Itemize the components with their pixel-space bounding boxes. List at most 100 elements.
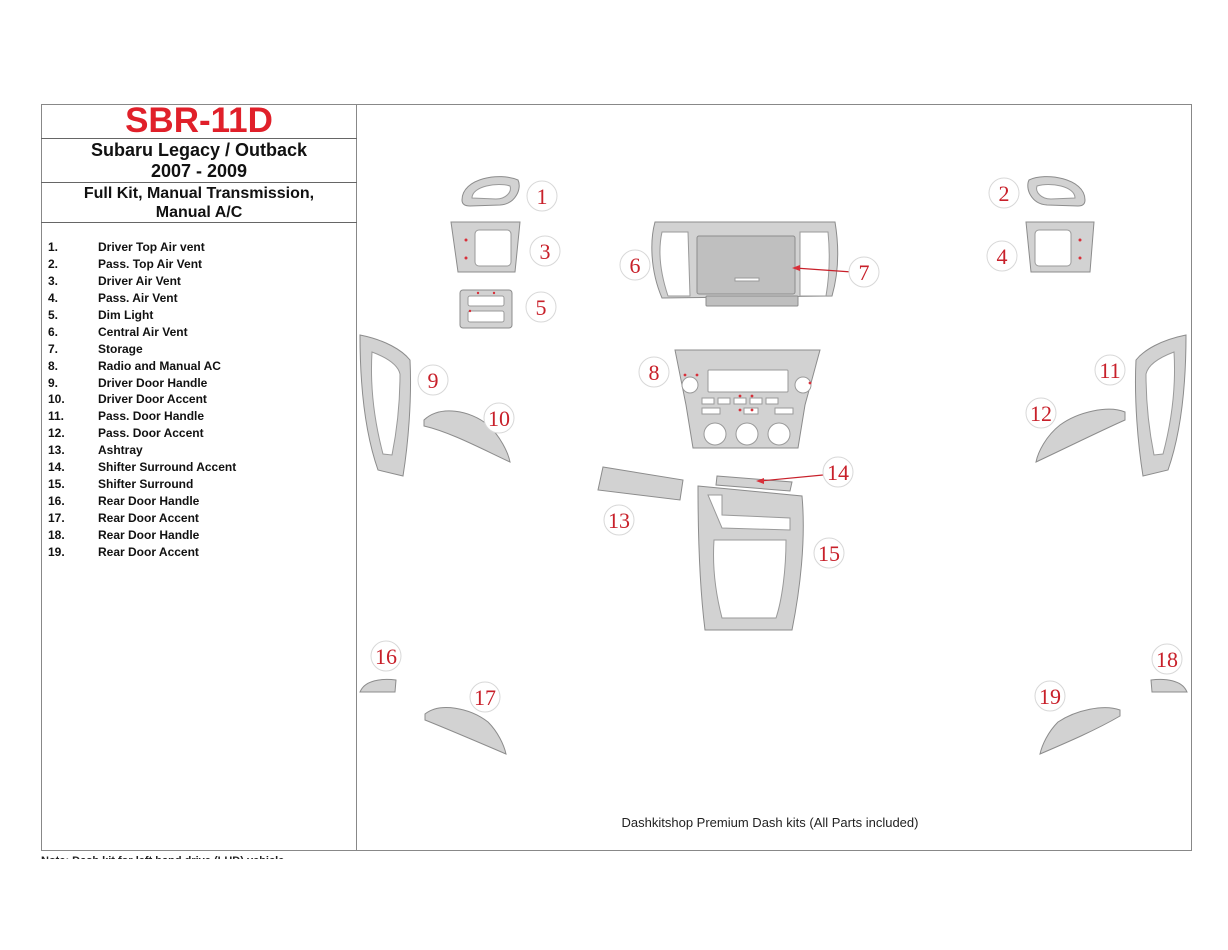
callout-19: 19 [1034, 680, 1066, 712]
svg-text:9: 9 [428, 368, 439, 393]
part-number: 4. [48, 290, 59, 305]
callout-17: 17 [469, 681, 501, 713]
part-name: Driver Door Handle [98, 375, 208, 390]
storage [696, 235, 796, 295]
pass-door-accent [1035, 408, 1126, 463]
callout-10: 10 [483, 402, 515, 434]
diagram-frame [41, 104, 1192, 851]
svg-text:13: 13 [608, 508, 630, 533]
list-item: 10.Driver Door Accent [48, 392, 338, 409]
driver-air-vent [450, 221, 521, 273]
svg-text:12: 12 [1030, 401, 1052, 426]
svg-text:19: 19 [1039, 684, 1061, 709]
callout-18: 18 [1151, 643, 1183, 675]
callout-9: 9 [417, 364, 449, 396]
list-item: 14. Shifter Surround Accent [48, 460, 338, 477]
list-item: 11.Pass. Door Handle [48, 409, 338, 426]
part-name: Driver Top Air vent [98, 240, 205, 254]
pass-air-vent [1025, 221, 1095, 273]
list-item: 18.Rear Door Handle [48, 528, 338, 545]
list-item: 3.Driver Air Vent [48, 274, 338, 291]
part-name: Storage [98, 341, 143, 356]
list-item: 15.Shifter Surround [48, 477, 338, 494]
part-name: Shifter Surround [98, 477, 194, 492]
part-number: 9. [48, 375, 59, 390]
ashtray [597, 466, 684, 501]
part-number: 2. [48, 256, 59, 271]
callout-6: 6 [619, 249, 651, 281]
kit-code: SBR-11D [125, 101, 273, 140]
list-item: 8. Radio and Manual AC [48, 359, 338, 376]
divider [41, 222, 357, 223]
parts-list: 1. Driver Top Air vent 2. Pass. Top Air Ve… [48, 240, 338, 562]
part-name: Ashtray [98, 443, 143, 458]
part-number: 19. [48, 544, 65, 559]
kit-line1: Full Kit, Manual Transmission, [83, 185, 315, 202]
driver-door-accent [423, 410, 511, 463]
part-name: Shifter Surround Accent [98, 460, 237, 475]
part-name: Driver Door Accent [98, 392, 207, 407]
part-name: Pass. Top Air Vent [98, 256, 203, 271]
part-number: 8. [48, 358, 59, 373]
dim-light [459, 289, 513, 329]
part-number: 14. [48, 460, 65, 475]
part-name: Rear Door Accent [98, 544, 199, 559]
leader-arrow-7 [792, 265, 853, 273]
rear-door-handle-right [1150, 678, 1188, 693]
part-number: 17. [48, 511, 65, 525]
svg-text:6: 6 [630, 253, 641, 278]
callout-2: 2 [988, 177, 1020, 209]
list-item: 17.Rear Door Accent [48, 511, 338, 528]
callout-5: 5 [525, 291, 557, 323]
list-item: 19. Rear Door Accent [48, 545, 338, 562]
svg-text:5: 5 [536, 295, 547, 320]
list-item: 5.Dim Light [48, 308, 338, 325]
part-name: Rear Door Handle [98, 494, 200, 509]
callout-12: 12 [1025, 397, 1057, 429]
part-name: Central Air Vent [98, 324, 188, 339]
shifter-surround [697, 485, 804, 631]
part-name: Pass. Door Handle [98, 409, 205, 424]
svg-text:7: 7 [859, 260, 870, 285]
list-item: 1. Driver Top Air vent [48, 240, 338, 257]
list-item: 6. Central Air Vent [48, 325, 338, 342]
callout-3: 3 [529, 235, 561, 267]
svg-text:4: 4 [997, 244, 1008, 269]
parts-diagram: .p { fill:#d2d2d2; stroke:#8c8c8c; strok… [359, 176, 1188, 755]
list-item: 9. Driver Door Handle [48, 376, 338, 393]
svg-text:11: 11 [1099, 358, 1120, 383]
part-number: 13. [48, 443, 65, 458]
parts-sidebar [41, 104, 357, 851]
list-item: 7. Storage [48, 342, 338, 359]
part-number: 5. [48, 307, 59, 322]
svg-text:17: 17 [474, 685, 496, 710]
callout-8: 8 [638, 356, 670, 388]
list-item: 12.Pass. Door Accent [48, 426, 338, 443]
pass-door-handle [1134, 334, 1187, 477]
svg-text:2: 2 [999, 181, 1010, 206]
part-number: 18. [48, 527, 65, 542]
part-number: 1. [48, 240, 59, 254]
part-name: Pass. Air Vent [98, 290, 178, 305]
callout-11: 11 [1094, 354, 1126, 386]
leader-arrow-14 [756, 474, 824, 484]
svg-text:14: 14 [827, 460, 849, 485]
svg-text:10: 10 [488, 406, 510, 431]
list-item: 16. Rear Door Handle [48, 494, 338, 511]
footer-caption: Dashkitshop Premium Dash kits (All Parts… [621, 815, 919, 830]
callout-13: 13 [603, 504, 635, 536]
list-item: 2. Pass. Top Air Vent [48, 257, 338, 274]
part-number: 6. [48, 324, 59, 339]
callout-16: 16 [370, 640, 402, 672]
callout-15: 15 [813, 537, 845, 569]
model-line1: Subaru Legacy / Outback [90, 140, 308, 160]
note-text: Note: Dash kit for left hand drive (LHD)… [41, 853, 361, 859]
list-item: 13. Ashtray [48, 443, 338, 460]
part-number: 16. [48, 494, 65, 509]
driver-top-air-vent [461, 176, 520, 207]
part-name: Radio and Manual AC [98, 358, 221, 373]
divider [41, 138, 357, 139]
callout-7: 7 [848, 256, 880, 288]
rear-door-handle-left [359, 678, 397, 693]
part-number: 7. [48, 341, 59, 356]
